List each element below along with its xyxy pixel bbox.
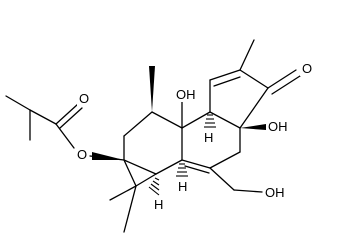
- bond-c8-c14: [155, 159, 183, 175]
- bond-carbonyl-to-ester-o: [55, 123, 75, 149]
- oh-ch2-label: OH: [265, 185, 285, 200]
- bond-c2-methyl: [239, 39, 255, 71]
- bond-gem-dimethyl-b: [123, 185, 137, 233]
- bond-isopropyl-to-carbonyl: [29, 109, 57, 125]
- bond-c3-ketone-double-b: [271, 75, 301, 95]
- bond-c10-c4: [209, 111, 241, 129]
- bond-c20-oh: [233, 189, 263, 193]
- bond-c1-c2-double-a: [209, 69, 241, 81]
- bond-c12-c11: [123, 111, 153, 137]
- label-layer: OH OH O O O OH H H H: [75, 60, 314, 212]
- bond-c1-c2-double-b: [213, 76, 241, 87]
- h-c10-label: H: [204, 130, 213, 145]
- stereo-layer: [92, 66, 266, 196]
- bond-ester-carbonyl-double-a: [55, 103, 79, 125]
- hash-c8-h: [176, 163, 188, 177]
- bond-c11-c9: [151, 111, 183, 129]
- bond-layer: [5, 39, 301, 233]
- wedge-c13-ester-o: [92, 152, 124, 160]
- bond-c6-c7-double-a: [181, 159, 211, 169]
- ester-o-label: O: [77, 147, 87, 162]
- bond-isopropyl-methyl-a: [5, 95, 31, 111]
- hash-c14-h: [148, 177, 160, 196]
- wedge-c11-methyl: [149, 66, 155, 112]
- bond-c3-c4: [239, 87, 269, 129]
- bond-ester-carbonyl-double-b: [59, 107, 83, 129]
- bond-c5-c6: [209, 151, 241, 169]
- h-c8-label: H: [178, 179, 187, 194]
- wedge-c4-oh: [240, 124, 266, 130]
- bond-c2-c3: [239, 69, 269, 89]
- oh-c4-label: OH: [268, 119, 288, 134]
- h-c14-label: H: [154, 197, 163, 212]
- oh-c9-label: OH: [176, 87, 196, 102]
- bond-cyclopropane-c13-c15: [123, 159, 137, 187]
- ketone-o-label: O: [302, 61, 312, 76]
- bond-cyclopropane-c14-c15: [135, 173, 157, 187]
- bond-c14-c13: [123, 159, 157, 175]
- bond-c6-c7-double-b: [184, 165, 210, 174]
- bond-c6-c20: [209, 167, 235, 191]
- bond-c3-ketone-double-a: [267, 69, 297, 89]
- hash-c10-h: [204, 114, 216, 128]
- bond-gem-dimethyl-a: [109, 185, 137, 201]
- bond-c9-c10: [181, 111, 211, 129]
- ester-carbonyl-o-label: O: [79, 91, 89, 106]
